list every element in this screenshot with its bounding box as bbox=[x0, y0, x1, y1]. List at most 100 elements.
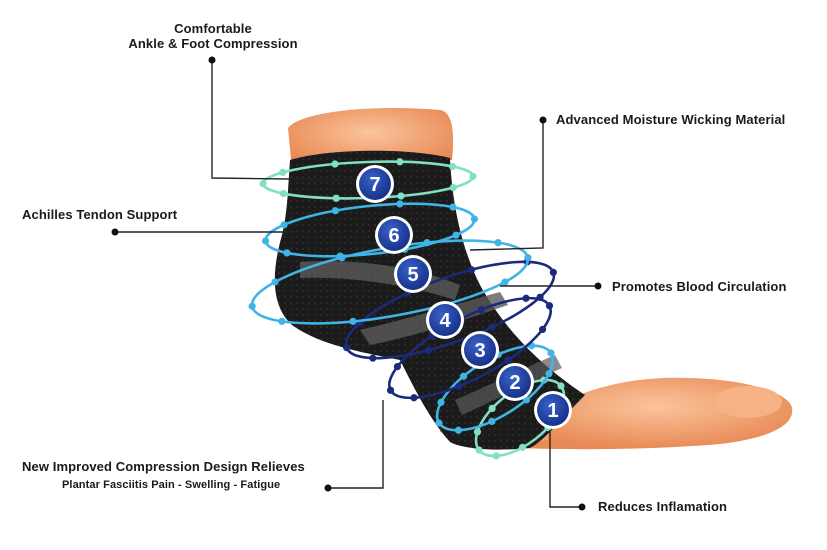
ring-5-bead bbox=[501, 278, 509, 286]
ring-5-bead bbox=[349, 317, 357, 325]
leader-relief bbox=[328, 400, 384, 489]
feature-comfort-compression: Comfortable Ankle & Foot Compression bbox=[118, 21, 308, 51]
ring-4-bead bbox=[343, 344, 351, 352]
zone-badge-3-fill bbox=[464, 334, 496, 366]
sock-band-a bbox=[300, 261, 460, 300]
ring-3-bead bbox=[393, 363, 402, 371]
ring-3-bead bbox=[386, 386, 395, 394]
ring-7-bead bbox=[332, 194, 340, 202]
ring-6-bead bbox=[280, 221, 288, 229]
ring-4-bead bbox=[488, 323, 496, 331]
feature-relief-line1: New Improved Compression Design Relieves bbox=[22, 459, 305, 474]
ring-3-bead bbox=[410, 394, 418, 402]
ring-7-bead bbox=[279, 168, 287, 176]
feature-relief-line2: Plantar Fasciitis Pain - Swelling - Fati… bbox=[62, 479, 281, 491]
ring-4-bead bbox=[467, 266, 476, 274]
ring-4-bead bbox=[424, 346, 433, 354]
ring-2-bead bbox=[547, 349, 555, 357]
ring-6-bead bbox=[470, 215, 479, 223]
ring-3-bead bbox=[522, 294, 530, 302]
feature-circulation: Promotes Blood Circulation bbox=[612, 279, 787, 294]
zone-badge-6-fill bbox=[378, 219, 410, 251]
ring-4-bead bbox=[549, 268, 557, 276]
ring-1-bead bbox=[557, 382, 565, 390]
ring-6-bead bbox=[449, 203, 457, 211]
ring-6-bead bbox=[396, 200, 404, 208]
feature-achilles: Achilles Tendon Support bbox=[22, 207, 178, 222]
zone-badge-5-number: 5 bbox=[407, 264, 418, 286]
ring-5-bead bbox=[494, 239, 502, 247]
ring-1-bead bbox=[492, 452, 500, 460]
leader-lines bbox=[115, 60, 598, 508]
ring-2-bead bbox=[435, 419, 443, 427]
feature-inflammation: Reduces Inflamation bbox=[598, 499, 728, 514]
dot-inflammation bbox=[578, 503, 586, 511]
ring-7-bead bbox=[331, 160, 339, 168]
ring-7-bead bbox=[279, 189, 288, 198]
ring-1-bead bbox=[518, 443, 527, 451]
ring-2-bead bbox=[437, 398, 445, 406]
ring-7-bead bbox=[449, 184, 457, 192]
ring-2-bead bbox=[459, 372, 468, 380]
ring-7-bead bbox=[259, 180, 267, 188]
leader-moisture bbox=[469, 120, 544, 251]
ring-1-bead bbox=[473, 428, 482, 436]
ring-6-bead bbox=[452, 231, 460, 239]
zone-badge-4-number: 4 bbox=[439, 310, 451, 332]
zone-badge-7: 7 bbox=[356, 165, 394, 203]
ring-3-bead bbox=[504, 356, 512, 364]
ring-5-bead bbox=[271, 278, 279, 286]
ring-4-bead bbox=[536, 293, 544, 301]
ring-7-bead bbox=[448, 162, 457, 171]
ring-6-bead bbox=[331, 207, 339, 215]
ring-3-bead bbox=[545, 302, 554, 310]
ring-3-bead bbox=[538, 325, 547, 333]
ring-2-bead bbox=[488, 417, 496, 425]
ring-5-bead bbox=[278, 317, 286, 325]
leader-inflammation bbox=[549, 430, 582, 508]
dot-achilles bbox=[111, 228, 119, 236]
dot-relief bbox=[324, 484, 332, 492]
ring-1-bead bbox=[488, 404, 496, 413]
ring-7-bead bbox=[397, 192, 405, 200]
ring-1-bead bbox=[475, 446, 483, 454]
zone-badge-2-number: 2 bbox=[509, 372, 520, 394]
compression-rings bbox=[248, 158, 567, 460]
ring-2-bead bbox=[545, 370, 553, 378]
ring-7-bead bbox=[396, 158, 404, 166]
zone-badge-2: 2 bbox=[496, 363, 534, 401]
zone-badge-6-number: 6 bbox=[388, 225, 399, 247]
zone-badge-3-number: 3 bbox=[474, 340, 485, 362]
leader-top bbox=[211, 60, 361, 181]
zone-badge-7-fill bbox=[359, 168, 391, 200]
ring-6-bead bbox=[283, 249, 291, 257]
zone-badge-7-number: 7 bbox=[369, 174, 380, 196]
feature-comfort-line2: Ankle & Foot Compression bbox=[128, 36, 298, 51]
zone-badge-4: 4 bbox=[426, 301, 464, 339]
ring-7-bead bbox=[469, 172, 477, 180]
dot-circulation bbox=[594, 282, 602, 290]
feature-moisture: Advanced Moisture Wicking Material bbox=[556, 112, 786, 127]
zone-badge-5-fill bbox=[397, 258, 429, 290]
ring-5-bead bbox=[248, 302, 256, 310]
zone-badge-1-fill bbox=[537, 394, 569, 426]
compression-ring-4 bbox=[343, 258, 557, 362]
zone-badge-6: 6 bbox=[375, 216, 413, 254]
zone-badge-5: 5 bbox=[394, 255, 432, 293]
ring-4-bead bbox=[369, 354, 377, 362]
zone-badge-1-number: 1 bbox=[547, 400, 558, 422]
ring-6-bead bbox=[261, 237, 270, 245]
dot-top bbox=[208, 56, 216, 64]
zone-badges: 1 2 3 4 56 7 bbox=[356, 165, 572, 429]
ring-3-bead bbox=[455, 382, 463, 390]
feature-relief: New Improved Compression Design Relieves… bbox=[22, 459, 305, 491]
ring-5-bead bbox=[524, 254, 532, 262]
zone-badge-2-fill bbox=[499, 366, 531, 398]
leader-dots bbox=[111, 56, 602, 511]
ring-6-bead bbox=[336, 252, 344, 260]
feature-comfort-line1: Comfortable bbox=[174, 21, 252, 36]
ring-2-bead bbox=[454, 426, 463, 434]
dot-moisture bbox=[539, 116, 547, 124]
